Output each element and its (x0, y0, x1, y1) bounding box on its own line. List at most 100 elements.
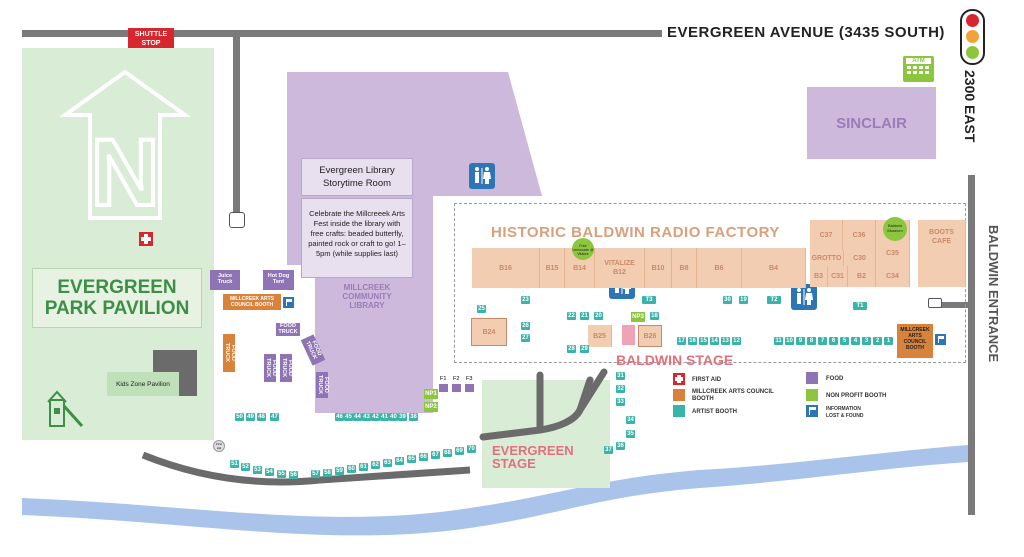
artist-booth-69[interactable]: 69 (455, 447, 464, 455)
atm-icon[interactable]: ATM (903, 56, 934, 82)
artist-booth-25[interactable]: 25 (477, 305, 486, 313)
t3-booth[interactable]: T3 (642, 296, 656, 304)
food-truck-3[interactable]: FOOD TRUCK (264, 354, 277, 382)
free-lemonade-marker[interactable]: Free Lemonade @ Vitalize (572, 238, 594, 260)
restroom-icon-library[interactable] (469, 163, 495, 189)
artist-booth-64[interactable]: 64 (395, 457, 404, 465)
food-truck-4[interactable]: FOOD TRUCK (280, 354, 293, 382)
artist-booth-38[interactable]: 38 (409, 413, 418, 421)
artist-booth-51[interactable]: 51 (230, 460, 239, 468)
booth-B26[interactable]: B26 (638, 325, 662, 347)
artist-booth-45[interactable]: 45 (344, 413, 353, 421)
food-truck-1[interactable]: FOOD TRUCK (276, 323, 300, 336)
artist-booth-61[interactable]: 61 (359, 463, 368, 471)
food-f3[interactable] (465, 384, 474, 392)
artist-booth-65[interactable]: 65 (407, 455, 416, 463)
artist-booth-12[interactable]: 12 (732, 337, 741, 345)
booth-B15[interactable]: B15 (540, 248, 565, 288)
sinclair-building[interactable]: SINCLAIR (807, 87, 936, 159)
boots-cafe[interactable]: BOOTS CAFE (918, 220, 966, 287)
hot-dog-tent[interactable]: Hot Dog Tent (263, 270, 294, 290)
booth-grotto[interactable]: GROTTO (810, 250, 844, 266)
artist-booth-14[interactable]: 14 (710, 337, 719, 345)
artist-booth-56[interactable]: 56 (289, 471, 298, 479)
artist-booth-17[interactable]: 17 (677, 337, 686, 345)
booth-C36[interactable]: C36 (843, 220, 876, 250)
restroom-icon-east[interactable] (791, 284, 817, 310)
artist-booth-39[interactable]: 39 (398, 413, 407, 421)
booth-B4[interactable]: B4 (742, 248, 806, 288)
artist-booth-62[interactable]: 62 (371, 461, 380, 469)
artist-booth-66[interactable]: 66 (419, 453, 428, 461)
booth-C34[interactable]: C34 (876, 266, 910, 287)
artist-booth-34[interactable]: 34 (626, 416, 635, 424)
booth-B10[interactable]: B10 (645, 248, 672, 288)
booth-B3[interactable]: B3 (810, 266, 828, 287)
np3-booth[interactable]: NP3 (631, 312, 645, 322)
artist-booth-28[interactable]: 28 (567, 345, 576, 353)
artist-booth-60[interactable]: 60 (347, 465, 356, 473)
artist-booth-33[interactable]: 33 (616, 398, 625, 406)
artist-booth-20[interactable]: 20 (594, 312, 603, 320)
artist-booth-11[interactable]: 11 (774, 337, 783, 345)
artist-booth-40[interactable]: 40 (389, 413, 398, 421)
artist-booth-13[interactable]: 13 (721, 337, 730, 345)
food-f1[interactable] (439, 384, 448, 392)
arts-council-booth-left[interactable]: MILLCREEK ARTS COUNCIL BOOTH (223, 294, 281, 310)
artist-booth-36[interactable]: 36 (616, 442, 625, 450)
artist-booth-43[interactable]: 43 (362, 413, 371, 421)
artist-booth-8[interactable]: 8 (807, 337, 816, 345)
kids-zone-pavilion[interactable]: Kids Zone Pavilion (107, 372, 179, 396)
artist-booth-18[interactable]: 18 (650, 312, 659, 320)
first-aid-small-marker[interactable]: First Aid (213, 440, 225, 452)
artist-booth-53[interactable]: 53 (253, 466, 262, 474)
artist-booth-50[interactable]: 50 (235, 413, 244, 421)
artist-booth-54[interactable]: 54 (265, 468, 274, 476)
artist-booth-30[interactable]: 30 (723, 296, 732, 304)
artist-booth-57[interactable]: 57 (311, 470, 320, 478)
t1-booth[interactable]: T1 (853, 302, 867, 310)
artist-booth-23[interactable]: 23 (521, 296, 530, 304)
artist-booth-32[interactable]: 32 (616, 385, 625, 393)
food-truck-6[interactable]: FOOD TRUCK (316, 372, 329, 398)
artist-booth-59[interactable]: 59 (335, 467, 344, 475)
artist-booth-67[interactable]: 67 (431, 451, 440, 459)
t2-booth[interactable]: T2 (767, 296, 781, 304)
artist-booth-48[interactable]: 48 (257, 413, 266, 421)
booth-B16[interactable]: B16 (472, 248, 540, 288)
arts-council-booth-right[interactable]: MILLCREEK ARTS COUNCIL BOOTH (897, 324, 933, 358)
food-f2[interactable] (452, 384, 461, 392)
artist-booth-9[interactable]: 9 (796, 337, 805, 345)
booth-B14[interactable]: B14 (565, 248, 595, 288)
artist-booth-19[interactable]: 19 (739, 296, 748, 304)
artist-booth-5[interactable]: 5 (840, 337, 849, 345)
artist-booth-44[interactable]: 44 (353, 413, 362, 421)
artist-booth-63[interactable]: 63 (383, 459, 392, 467)
booth-B6[interactable]: B6 (697, 248, 742, 288)
booth-B2[interactable]: B2 (848, 266, 876, 287)
artist-booth-46[interactable]: 46 (335, 413, 344, 421)
artist-booth-21[interactable]: 21 (580, 312, 589, 320)
np2-booth[interactable]: NP2 (424, 402, 438, 412)
baldwin-museum-marker[interactable]: Baldwin Museum (883, 217, 907, 241)
artist-booth-29[interactable]: 29 (580, 345, 589, 353)
artist-booth-16[interactable]: 16 (688, 337, 697, 345)
artist-booth-7[interactable]: 7 (818, 337, 827, 345)
evergreen-park-pavilion[interactable]: EVERGREEN PARK PAVILION (32, 268, 202, 328)
booth-C37[interactable]: C37 (810, 220, 843, 250)
booth-C31[interactable]: C31 (828, 266, 848, 287)
artist-booth-10[interactable]: 10 (785, 337, 794, 345)
juice-truck[interactable]: Juice Truck (210, 270, 240, 290)
np1-booth[interactable]: NP1 (424, 389, 438, 399)
artist-booth-41[interactable]: 41 (380, 413, 389, 421)
artist-booth-31[interactable]: 31 (616, 372, 625, 380)
shuttle-stop-sign[interactable]: SHUTTLE STOP (128, 28, 174, 50)
artist-booth-2[interactable]: 2 (873, 337, 882, 345)
artist-booth-1[interactable]: 1 (884, 337, 893, 345)
booth-vitalize[interactable]: VITALIZE B12 (595, 248, 645, 288)
artist-booth-22[interactable]: 22 (567, 312, 576, 320)
artist-booth-55[interactable]: 55 (277, 470, 286, 478)
artist-booth-47[interactable]: 47 (270, 413, 279, 421)
artist-booth-6[interactable]: 6 (829, 337, 838, 345)
artist-booth-27[interactable]: 27 (521, 334, 530, 342)
